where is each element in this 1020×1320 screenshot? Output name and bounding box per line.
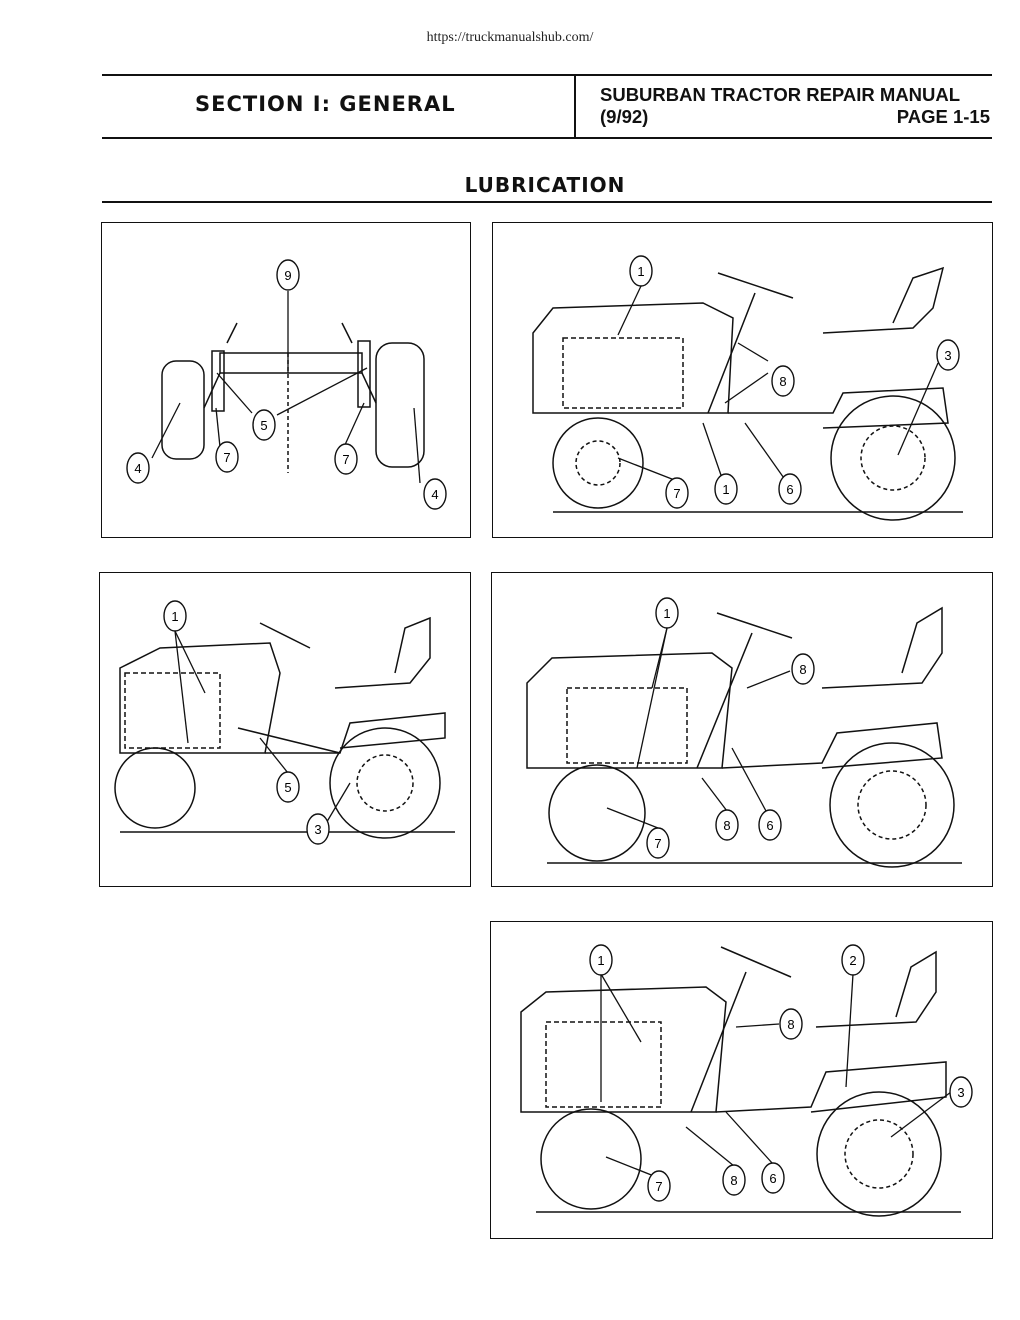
page-title: LUBRICATION	[464, 173, 626, 197]
manual-date: (9/92)	[600, 106, 649, 127]
callout-label: 5	[260, 418, 267, 433]
callout-label: 8	[787, 1017, 794, 1032]
callout-label: 8	[730, 1173, 737, 1188]
figure-tractor-side-d: 1 2 8 3 7 8 6	[490, 921, 993, 1239]
callout-label: 4	[431, 487, 438, 502]
callout-label: 7	[654, 836, 661, 851]
callout-label: 7	[655, 1179, 662, 1194]
tractor-drawing: 1 8 7 8 6	[526, 597, 962, 868]
callout-label: 4	[134, 461, 141, 476]
callout-label: 1	[171, 609, 178, 624]
callout-label: 7	[223, 450, 230, 465]
callout-label: 3	[944, 348, 951, 363]
callout-label: 1	[597, 953, 604, 968]
tractor-drawing: 1 8 3 1 7 6	[532, 255, 963, 521]
header-divider	[574, 74, 576, 139]
callout-label: 1	[663, 606, 670, 621]
callout-label: 6	[766, 818, 773, 833]
figure-tractor-side-b: 1 5 3	[99, 572, 471, 887]
callout-label: 8	[799, 662, 806, 677]
tractor-drawing: 1 2 8 3 7 8 6	[520, 944, 973, 1217]
callout-label: 1	[722, 482, 729, 497]
figure-front-axle: 9 5 4 7 7 4	[101, 222, 471, 538]
manual-title: SUBURBAN TRACTOR REPAIR MANUAL	[600, 84, 961, 105]
page-number: PAGE 1-15	[896, 106, 990, 127]
callout-label: 8	[779, 374, 786, 389]
callout-label: 1	[637, 264, 644, 279]
header-top-rule	[102, 74, 992, 76]
callout-label: 9	[284, 268, 291, 283]
front-axle-drawing: 9 5 4 7 7 4	[126, 259, 447, 510]
manual-title-block: SUBURBAN TRACTOR REPAIR MANUAL (9/92) PA…	[600, 84, 990, 128]
title-rule	[102, 201, 992, 203]
figure-tractor-side-c: 1 8 7 8 6	[491, 572, 993, 887]
callout-label: 6	[786, 482, 793, 497]
callout-label: 7	[673, 486, 680, 501]
callout-label: 2	[849, 953, 856, 968]
callout-label: 3	[314, 822, 321, 837]
source-url: https://truckmanualshub.com/	[426, 30, 594, 45]
header-bottom-rule	[102, 137, 992, 139]
figure-tractor-side-a: 1 8 3 1 7 6	[492, 222, 993, 538]
callout-label: 7	[342, 452, 349, 467]
callout-label: 5	[284, 780, 291, 795]
callout-label: 3	[957, 1085, 964, 1100]
tractor-drawing: 1 5 3	[114, 600, 455, 845]
callout-label: 8	[723, 818, 730, 833]
callout-label: 6	[769, 1171, 776, 1186]
section-title: SECTION I: GENERAL	[195, 92, 456, 116]
